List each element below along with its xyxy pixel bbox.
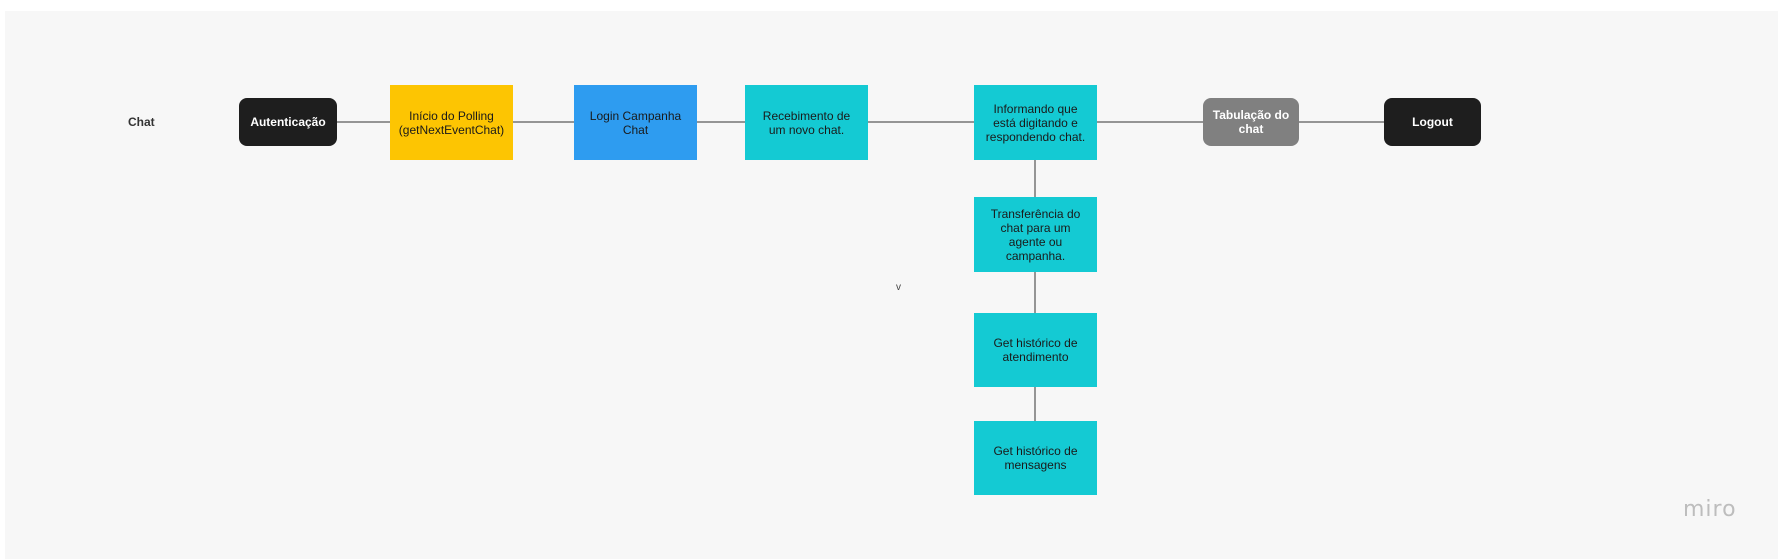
- node-logout[interactable]: Logout: [1384, 98, 1481, 146]
- section-label-chat: Chat: [128, 115, 155, 129]
- stray-text: v: [896, 282, 901, 293]
- node-inicio-polling[interactable]: Início do Polling (getNextEventChat): [390, 85, 513, 160]
- node-tabulacao[interactable]: Tabulação do chat: [1203, 98, 1299, 146]
- node-autenticacao[interactable]: Autenticação: [239, 98, 337, 146]
- node-transferencia-chat[interactable]: Transferência do chat para um agente ou …: [974, 197, 1097, 272]
- node-historico-mensagens[interactable]: Get histórico de mensagens: [974, 421, 1097, 495]
- node-recebimento-chat[interactable]: Recebimento de um novo chat.: [745, 85, 868, 160]
- node-login-campanha[interactable]: Login Campanha Chat: [574, 85, 697, 160]
- node-informando-digitando[interactable]: Informando que está digitando e responde…: [974, 85, 1097, 160]
- node-historico-atendimento[interactable]: Get histórico de atendimento: [974, 313, 1097, 387]
- miro-watermark: miro: [1683, 497, 1737, 522]
